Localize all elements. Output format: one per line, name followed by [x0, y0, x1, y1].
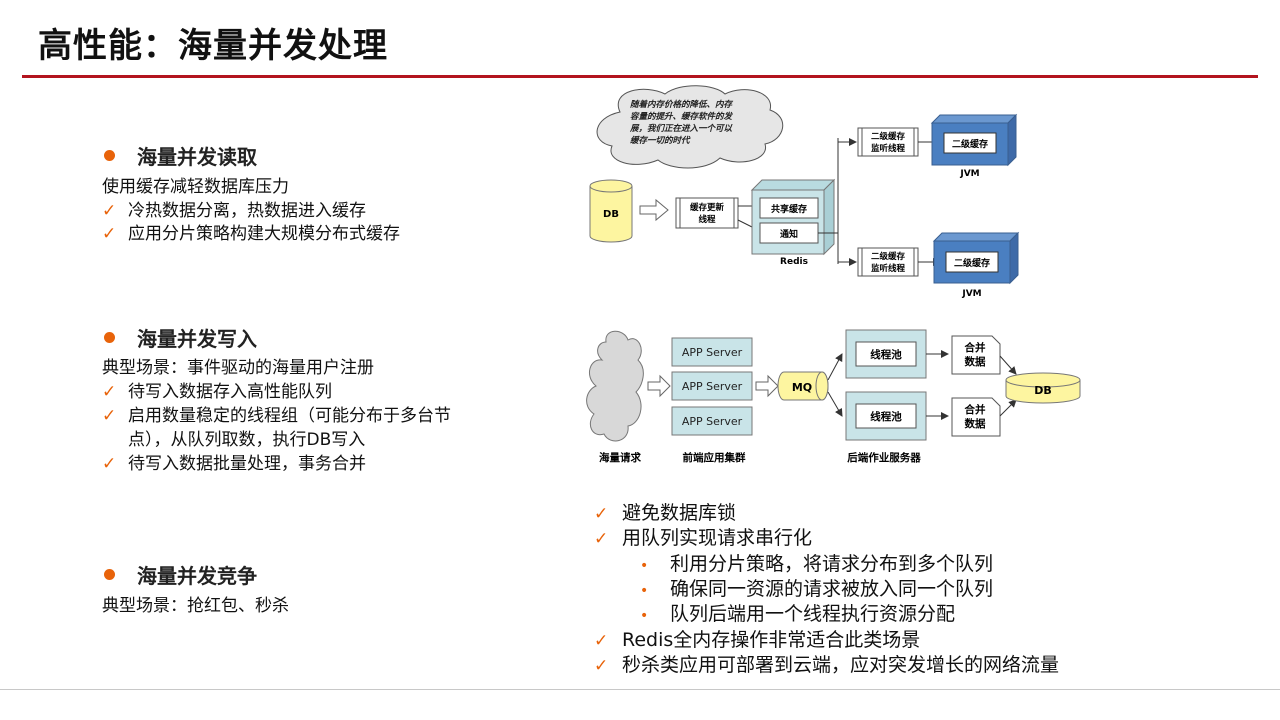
- shared-cache-label: 共享缓存: [771, 203, 807, 215]
- caption-requests: 海量请求: [599, 451, 641, 464]
- db-label: DB: [603, 209, 619, 220]
- app-server-box: APP Server: [672, 407, 752, 435]
- svg-text:监听线程: 监听线程: [871, 143, 906, 154]
- svg-text:数据: 数据: [964, 355, 986, 368]
- cloud-text: 容量的提升、缓存软件的发: [630, 111, 734, 122]
- check-item-continuation: 点），从队列取数，执行DB写入: [128, 425, 365, 450]
- checkmark-icon: ✓: [102, 382, 128, 402]
- l2-listener-box: 二级缓存 监听线程: [858, 128, 918, 156]
- hollow-arrow-icon: [640, 200, 668, 220]
- svg-text:APP Server: APP Server: [682, 346, 743, 359]
- queue-architecture-diagram: 海量请求 APP Server APP Server APP Server 前端…: [580, 320, 1090, 470]
- cloud-text: 缓存一切的时代: [630, 135, 691, 146]
- section-heading-read: 海量并发读取: [104, 141, 257, 170]
- jvm-label: JVM: [961, 289, 981, 299]
- svg-text:缓存更新: 缓存更新: [690, 202, 725, 213]
- bullet-dot-icon: [104, 332, 115, 343]
- check-item: ✓避免数据库锁: [594, 498, 736, 525]
- bullet-item: •队列后端用一个线程执行资源分配: [640, 599, 955, 626]
- db-cylinder: DB: [1006, 373, 1080, 403]
- cache-architecture-diagram: 随着内存价格的降低、内存 容量的提升、缓存软件的发 展，我们正在进入一个可以 缓…: [580, 82, 1050, 302]
- svg-text:监听线程: 监听线程: [871, 263, 906, 274]
- check-item: ✓待写入数据存入高性能队列: [102, 377, 332, 402]
- svg-text:MQ: MQ: [792, 381, 812, 394]
- checkmark-icon: ✓: [102, 454, 128, 474]
- svg-text:线程池: 线程池: [870, 410, 902, 423]
- svg-text:APP Server: APP Server: [682, 380, 743, 393]
- l2-cache-label: 二级缓存: [954, 257, 990, 269]
- l2-cache-label: 二级缓存: [952, 138, 988, 150]
- svg-text:DB: DB: [1034, 384, 1052, 397]
- svg-text:合并: 合并: [964, 403, 986, 416]
- bullet-dot-icon: •: [640, 583, 670, 599]
- check-item: ✓启用数量稳定的线程组（可能分布于多台节: [102, 401, 451, 426]
- check-item: ✓Redis全内存操作非常适合此类场景: [594, 625, 920, 652]
- check-item: ✓应用分片策略构建大规模分布式缓存: [102, 219, 400, 244]
- section-intro: 使用缓存减轻数据库压力: [102, 172, 289, 197]
- hollow-arrow-icon: [756, 376, 778, 396]
- checkmark-icon: ✓: [594, 631, 622, 651]
- bullet-item: •确保同一资源的请求被放入同一个队列: [640, 574, 993, 601]
- checkmark-icon: ✓: [594, 529, 622, 549]
- check-item: ✓冷热数据分离，热数据进入缓存: [102, 196, 366, 221]
- l2-listener-box: 二级缓存 监听线程: [858, 248, 918, 276]
- mq-queue: MQ: [778, 372, 828, 400]
- page-title: 高性能：海量并发处理: [38, 18, 388, 67]
- svg-text:二级缓存: 二级缓存: [871, 131, 906, 142]
- checkmark-icon: ✓: [594, 504, 622, 524]
- svg-text:合并: 合并: [964, 341, 986, 354]
- svg-text:线程: 线程: [698, 214, 716, 225]
- footer-divider: [0, 689, 1280, 690]
- bullet-dot-icon: •: [640, 608, 670, 624]
- section-heading-contention: 海量并发竞争: [104, 560, 257, 589]
- section-heading-write: 海量并发写入: [104, 323, 257, 352]
- request-cloud: [587, 331, 644, 441]
- merge-data-doc: 合并 数据: [952, 336, 1000, 374]
- section-intro: 典型场景：事件驱动的海量用户注册: [102, 353, 374, 378]
- app-server-box: APP Server: [672, 338, 752, 366]
- bullet-dot-icon: [104, 150, 115, 161]
- checkmark-icon: ✓: [594, 656, 622, 676]
- section-intro: 典型场景：抢红包、秒杀: [102, 591, 289, 616]
- title-divider: [22, 75, 1258, 78]
- bullet-dot-icon: •: [640, 558, 670, 574]
- svg-text:线程池: 线程池: [870, 348, 902, 361]
- db-cylinder: DB: [590, 180, 632, 242]
- check-item: ✓秒杀类应用可部署到云端，应对突发增长的网络流量: [594, 650, 1059, 677]
- note-cloud: 随着内存价格的降低、内存 容量的提升、缓存软件的发 展，我们正在进入一个可以 缓…: [597, 86, 783, 168]
- redis-label: Redis: [780, 257, 808, 267]
- bullet-item: •利用分片策略，将请求分布到多个队列: [640, 549, 993, 576]
- redis-box: 共享缓存 通知 Redis: [752, 180, 834, 267]
- thread-pool-box: 线程池: [846, 392, 926, 440]
- cloud-text: 随着内存价格的降低、内存: [630, 99, 734, 110]
- hollow-arrow-icon: [648, 376, 670, 396]
- check-item: ✓用队列实现请求串行化: [594, 523, 812, 550]
- thread-pool-box: 线程池: [846, 330, 926, 378]
- checkmark-icon: ✓: [102, 201, 128, 221]
- cache-updater-box: 缓存更新 线程: [676, 198, 738, 228]
- merge-data-doc: 合并 数据: [952, 398, 1000, 436]
- cloud-text: 展，我们正在进入一个可以: [629, 123, 734, 134]
- check-item: ✓待写入数据批量处理，事务合并: [102, 449, 366, 474]
- caption-frontend: 前端应用集群: [683, 451, 746, 464]
- jvm-box: 二级缓存 JVM: [934, 233, 1018, 299]
- caption-backend: 后端作业服务器: [847, 451, 921, 464]
- svg-text:数据: 数据: [964, 417, 986, 430]
- svg-text:二级缓存: 二级缓存: [871, 251, 906, 262]
- notify-label: 通知: [780, 228, 798, 240]
- checkmark-icon: ✓: [102, 224, 128, 244]
- bullet-dot-icon: [104, 569, 115, 580]
- svg-text:APP Server: APP Server: [682, 415, 743, 428]
- checkmark-icon: ✓: [102, 406, 128, 426]
- jvm-label: JVM: [959, 169, 979, 179]
- app-server-box: APP Server: [672, 372, 752, 400]
- jvm-box: 二级缓存 JVM: [932, 115, 1016, 179]
